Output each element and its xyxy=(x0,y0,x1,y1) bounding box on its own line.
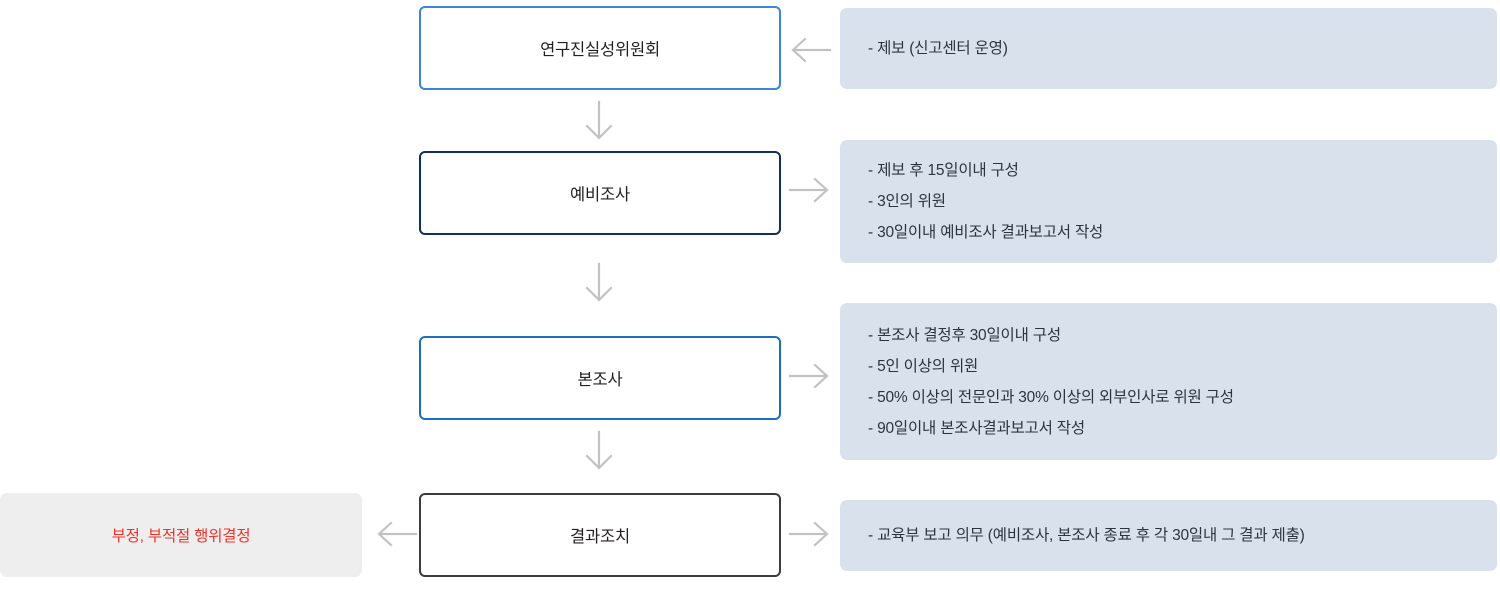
node-label: 예비조사 xyxy=(570,186,630,204)
node-label: 연구진실성위원회 xyxy=(540,41,660,59)
node-preliminary-investigation[interactable]: 예비조사 xyxy=(419,151,781,235)
note-panel-report: - 제보 (신고센터 운영) xyxy=(840,8,1497,89)
note-line: - 제보 후 15일이내 구성 xyxy=(868,162,1019,179)
outcome-label: 부정, 부적절 행위결정 xyxy=(111,528,251,545)
note-panel-main: - 본조사 결정후 30일이내 구성 - 5인 이상의 위원 - 50% 이상의… xyxy=(840,303,1497,460)
arrow-left-icon xyxy=(374,518,418,550)
note-panel-preliminary: - 제보 후 15일이내 구성 - 3인의 위원 - 30일이내 예비조사 결과… xyxy=(840,140,1497,263)
note-line: - 50% 이상의 전문인과 30% 이상의 외부인사로 위원 구성 xyxy=(868,388,1234,406)
arrow-right-icon xyxy=(788,174,832,206)
node-label: 본조사 xyxy=(577,371,623,389)
node-label: 결과조치 xyxy=(570,528,630,546)
node-research-integrity-committee[interactable]: 연구진실성위원회 xyxy=(419,6,781,90)
arrow-left-icon xyxy=(788,34,832,66)
note-panel-result: - 교육부 보고 의무 (예비조사, 본조사 종료 후 각 30일내 그 결과 … xyxy=(840,500,1497,571)
arrow-down-icon xyxy=(576,100,622,142)
arrow-down-icon xyxy=(576,430,622,472)
note-line: - 90일이내 본조사결과보고서 작성 xyxy=(868,419,1085,437)
note-line: - 교육부 보고 의무 (예비조사, 본조사 종료 후 각 30일내 그 결과 … xyxy=(868,527,1305,544)
note-line: - 30일이내 예비조사 결과보고서 작성 xyxy=(868,224,1104,241)
arrow-right-icon xyxy=(788,518,832,550)
note-line: - 5인 이상의 위원 xyxy=(868,357,979,375)
arrow-down-icon xyxy=(576,262,622,304)
note-line: - 3인의 위원 xyxy=(868,193,946,210)
note-line: - 제보 (신고센터 운영) xyxy=(868,40,1008,57)
arrow-right-icon xyxy=(788,360,832,392)
note-line: - 본조사 결정후 30일이내 구성 xyxy=(868,326,1061,344)
node-main-investigation[interactable]: 본조사 xyxy=(419,336,781,420)
node-result-action[interactable]: 결과조치 xyxy=(419,493,781,577)
outcome-misconduct-decision[interactable]: 부정, 부적절 행위결정 xyxy=(0,493,362,577)
